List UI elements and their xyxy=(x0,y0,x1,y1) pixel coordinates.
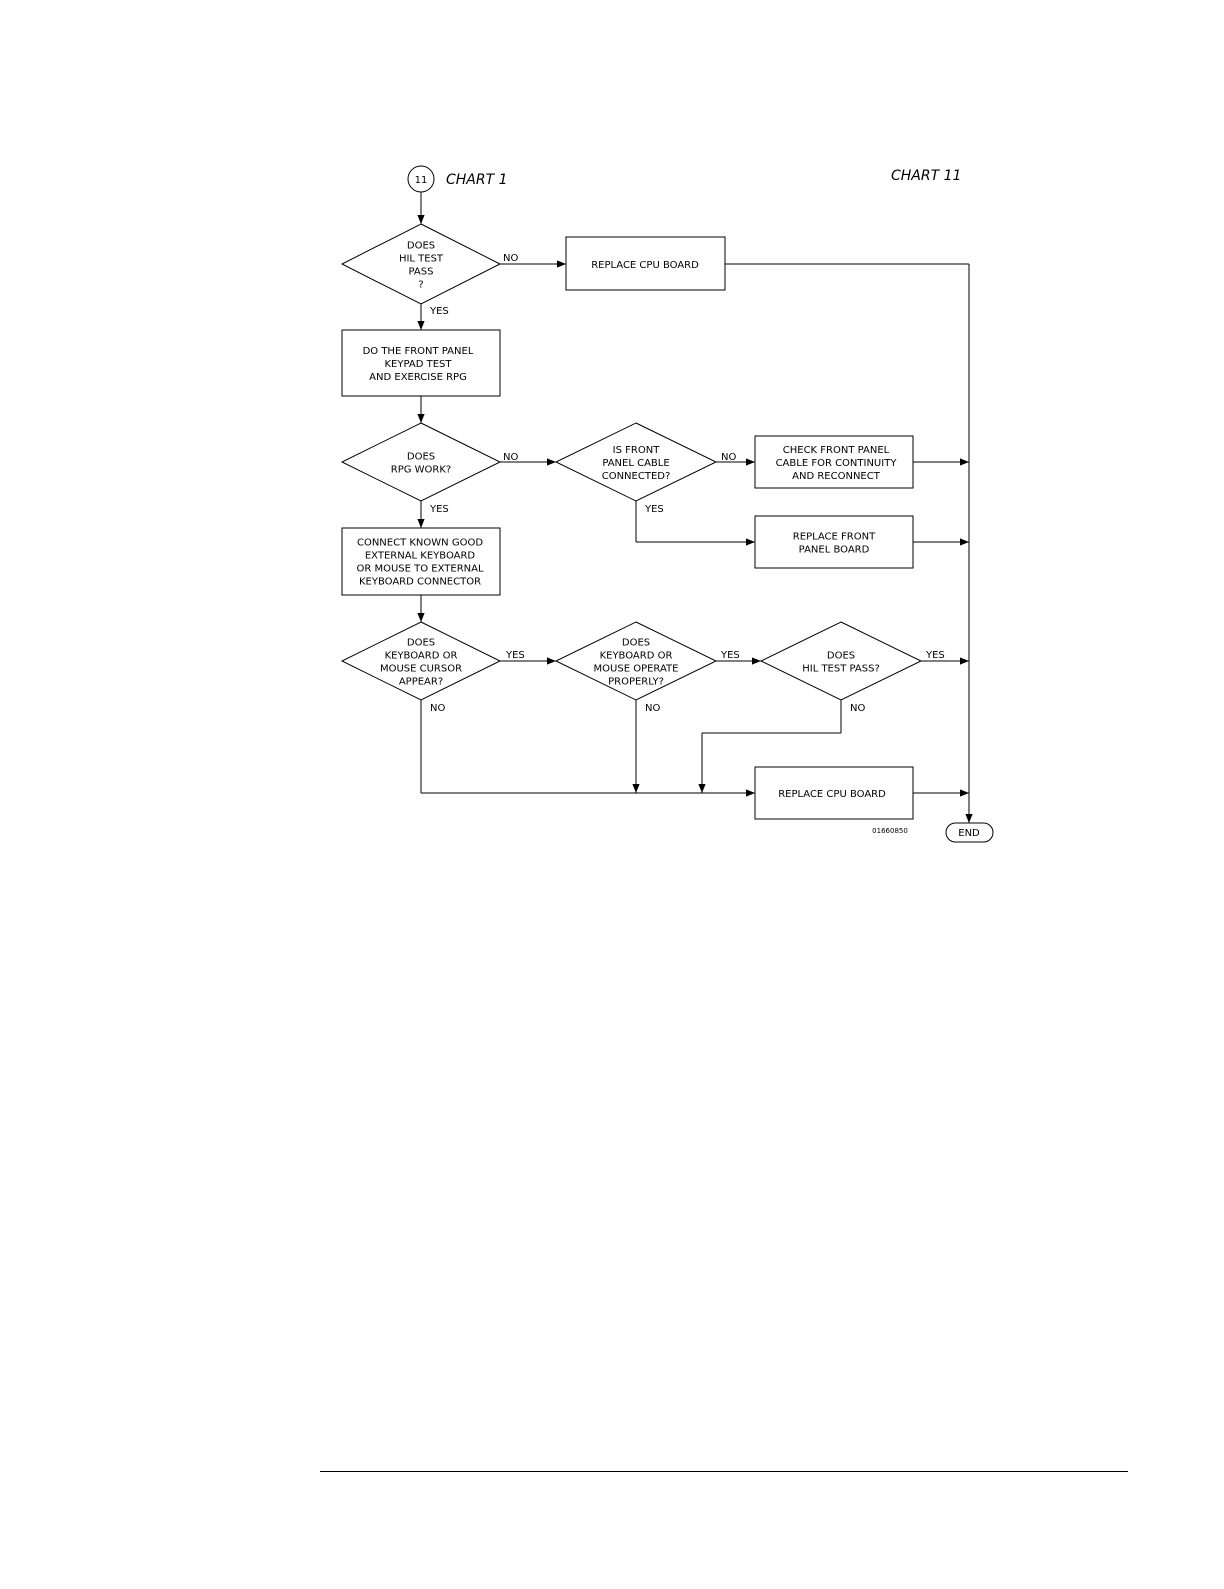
process-connect-keyboard: CONNECT KNOWN GOOD EXTERNAL KEYBOARD OR MO… xyxy=(341,527,501,596)
label-line: KEYBOARD OR xyxy=(385,651,458,662)
process-front-panel-keypad-test-text: DO THE FRONT PANEL KEYPAD TEST AND EXERCIS… xyxy=(363,346,474,383)
label-line: DOES xyxy=(407,452,435,463)
process-replace-cpu-board-top: REPLACE CPU BOARD xyxy=(565,236,726,291)
figure-id: 01660850 xyxy=(872,827,908,835)
edge-label-no: NO xyxy=(503,452,518,463)
label-line: EXTERNAL KEYBOARD xyxy=(365,551,476,562)
edge-label-no: NO xyxy=(721,452,736,463)
label-line: CONNECT KNOWN GOOD xyxy=(357,538,483,549)
edge-label-yes: YES xyxy=(429,306,449,317)
label-line: OR MOUSE TO EXTERNAL xyxy=(356,564,484,575)
off-page-connector: 11 xyxy=(407,165,435,193)
edge-label-yes: YES xyxy=(505,650,525,661)
label-line: APPEAR? xyxy=(399,677,443,688)
label-line: CONNECTED? xyxy=(602,471,671,482)
label-line: DOES xyxy=(622,638,650,649)
decision-cursor-appear: DOES KEYBOARD OR MOUSE CURSOR APPEAR? xyxy=(340,621,502,701)
decision-front-panel-cable-text: IS FRONT PANEL CABLE CONNECTED? xyxy=(602,445,671,482)
connector-from-label: CHART 1 xyxy=(446,172,508,188)
process-replace-cpu-board-bottom: REPLACE CPU BOARD xyxy=(754,766,914,820)
label-line: CABLE FOR CONTINUITY xyxy=(776,458,898,469)
terminal-end: END xyxy=(945,822,994,843)
process-replace-front-panel-board-text: REPLACE FRONT PANEL BOARD xyxy=(793,532,876,556)
edge-label-no: NO xyxy=(645,703,660,714)
edge-labels: NO YES NO NO YES YES YES YES YES NO NO N… xyxy=(429,253,945,714)
label-line: DOES xyxy=(827,651,855,662)
label-line: KEYBOARD CONNECTOR xyxy=(359,577,481,588)
decision-hil-test-text: DOES HIL TEST PASS? xyxy=(399,241,444,291)
decision-operate-properly: DOES KEYBOARD OR MOUSE OPERATE PROPERLY? xyxy=(554,621,718,701)
connector-number: 11 xyxy=(415,175,428,186)
label-line: PROPERLY? xyxy=(608,677,664,688)
process-connect-keyboard-text: CONNECT KNOWN GOOD EXTERNAL KEYBOARD OR MO… xyxy=(356,538,484,588)
process-check-front-panel-cable: CHECK FRONT PANEL CABLE FOR CONTINUITY AND… xyxy=(754,435,914,489)
label-line: DOES xyxy=(407,638,435,649)
decision-hil-test-pass-2-text: DOES HIL TEST PASS? xyxy=(802,651,880,675)
process-replace-cpu-board-top-text: REPLACE CPU BOARD xyxy=(591,260,699,271)
edge-label-yes: YES xyxy=(925,650,945,661)
label-line: PANEL BOARD xyxy=(799,545,870,556)
label-line: REPLACE CPU BOARD xyxy=(778,789,886,800)
process-replace-cpu-board-bottom-text: REPLACE CPU BOARD xyxy=(778,789,886,800)
label-line: REPLACE FRONT xyxy=(793,532,876,543)
label-line: KEYPAD TEST xyxy=(385,359,453,370)
label-line: AND RECONNECT xyxy=(792,471,881,482)
process-check-front-panel-cable-text: CHECK FRONT PANEL CABLE FOR CONTINUITY AND… xyxy=(776,445,898,482)
label-line: CHECK FRONT PANEL xyxy=(783,445,890,456)
label-line: RPG WORK? xyxy=(391,465,451,476)
edge-label-yes: YES xyxy=(720,650,740,661)
edge-label-yes: YES xyxy=(644,504,664,515)
edge-label-no: NO xyxy=(850,703,865,714)
decision-hil-test-pass-2: DOES HIL TEST PASS? xyxy=(759,621,923,701)
label-line: KEYBOARD OR xyxy=(600,651,673,662)
label-line: MOUSE OPERATE xyxy=(594,664,679,675)
label-line: REPLACE CPU BOARD xyxy=(591,260,699,271)
decision-rpg-work-text: DOES RPG WORK? xyxy=(391,452,451,476)
label-line: PANEL CABLE xyxy=(602,458,669,469)
process-front-panel-keypad-test: DO THE FRONT PANEL KEYPAD TEST AND EXERCIS… xyxy=(341,329,501,397)
decision-cursor-appear-text: DOES KEYBOARD OR MOUSE CURSOR APPEAR? xyxy=(380,638,462,688)
decision-front-panel-cable: IS FRONT PANEL CABLE CONNECTED? xyxy=(554,422,718,502)
terminal-end-text: END xyxy=(958,828,980,839)
flow-lines xyxy=(417,192,973,823)
decision-operate-properly-text: DOES KEYBOARD OR MOUSE OPERATE PROPERLY? xyxy=(594,638,679,688)
label-line: HIL TEST PASS? xyxy=(802,664,880,675)
label-line: ? xyxy=(418,280,423,291)
decision-rpg-work: DOES RPG WORK? xyxy=(340,422,502,502)
chart-title: CHART 11 xyxy=(891,168,961,184)
label-line: AND EXERCISE RPG xyxy=(369,372,467,383)
decision-hil-test: DOES HIL TEST PASS? xyxy=(340,223,502,305)
label-line: DO THE FRONT PANEL xyxy=(363,346,474,357)
edge-label-yes: YES xyxy=(429,504,449,515)
process-replace-front-panel-board: REPLACE FRONT PANEL BOARD xyxy=(754,515,914,569)
edge-label-no: NO xyxy=(430,703,445,714)
label-line: PASS xyxy=(409,267,434,278)
footer-rule xyxy=(320,1471,1128,1472)
label-line: MOUSE CURSOR xyxy=(380,664,462,675)
label-line: DOES xyxy=(407,241,435,252)
label-line: HIL TEST xyxy=(399,254,444,265)
label-line: IS FRONT xyxy=(613,445,661,456)
edge-label-no: NO xyxy=(503,253,518,264)
